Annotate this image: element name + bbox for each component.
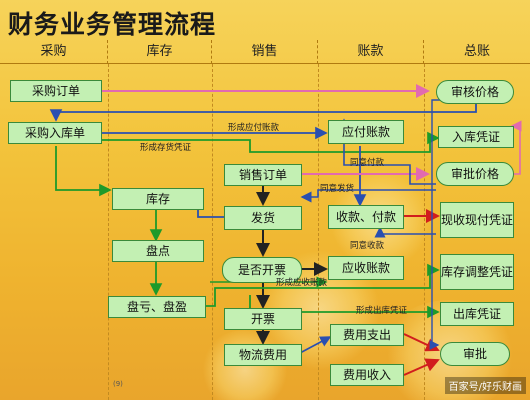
column-divider	[424, 64, 425, 400]
column-divider	[318, 64, 319, 400]
box-accounts-receivable: 应收账款	[328, 256, 404, 280]
box-cash-voucher: 现收现付凭证	[440, 202, 514, 238]
label-form-payable: 形成应付账款	[228, 123, 280, 133]
box-purchase-receipt: 采购入库单	[8, 122, 102, 144]
box-audit-price: 审核价格	[436, 80, 514, 104]
box-sales-order: 销售订单	[224, 164, 302, 186]
box-stock-adjust-voucher: 库存调整凭证	[440, 254, 514, 290]
box-stock-in-voucher: 入库凭证	[438, 126, 514, 148]
box-accounts-payable: 应付账款	[328, 120, 404, 144]
box-approve: 审批	[440, 342, 510, 366]
page-title: 财务业务管理流程	[8, 10, 217, 39]
box-shipment: 发货	[224, 206, 302, 230]
box-invoicing: 开票	[224, 308, 302, 330]
box-purchase-order: 采购订单	[10, 80, 102, 102]
column-header-inventory: 库存	[108, 40, 212, 64]
column-header-row: 采购 库存 销售 账款 总账	[0, 40, 530, 64]
label-form-stock-voucher: 形成存货凭证	[140, 143, 192, 153]
column-header-ledger: 总账	[424, 40, 530, 64]
box-stocktake: 盘点	[112, 240, 204, 262]
label-agree-collect: 同意收款	[350, 241, 385, 251]
box-invoice-decision: 是否开票	[222, 257, 302, 283]
box-stock-out-voucher: 出库凭证	[440, 302, 514, 326]
box-expense-out: 费用支出	[330, 324, 404, 346]
box-logistics-fee: 物流费用	[224, 344, 302, 366]
label-agree-pay: 同意付款	[350, 158, 385, 168]
page-number: (9)	[113, 380, 123, 388]
column-divider	[108, 64, 109, 400]
column-divider	[212, 64, 213, 400]
watermark: 百家号/好乐财画	[444, 377, 526, 394]
box-expense-income: 费用收入	[330, 364, 404, 386]
label-agree-ship: 同意发货	[320, 184, 355, 194]
column-header-purchase: 采购	[0, 40, 108, 64]
box-profit-loss: 盘亏、盘盈	[108, 296, 206, 318]
box-collect-pay: 收款、付款	[328, 205, 404, 229]
box-approve-price: 审批价格	[436, 162, 514, 186]
label-form-out-voucher: 形成出库凭证	[356, 306, 408, 316]
label-form-receivable: 形成应收账款	[276, 278, 328, 288]
column-header-accounts: 账款	[318, 40, 424, 64]
box-inventory: 库存	[112, 188, 204, 210]
column-header-sales: 销售	[212, 40, 318, 64]
